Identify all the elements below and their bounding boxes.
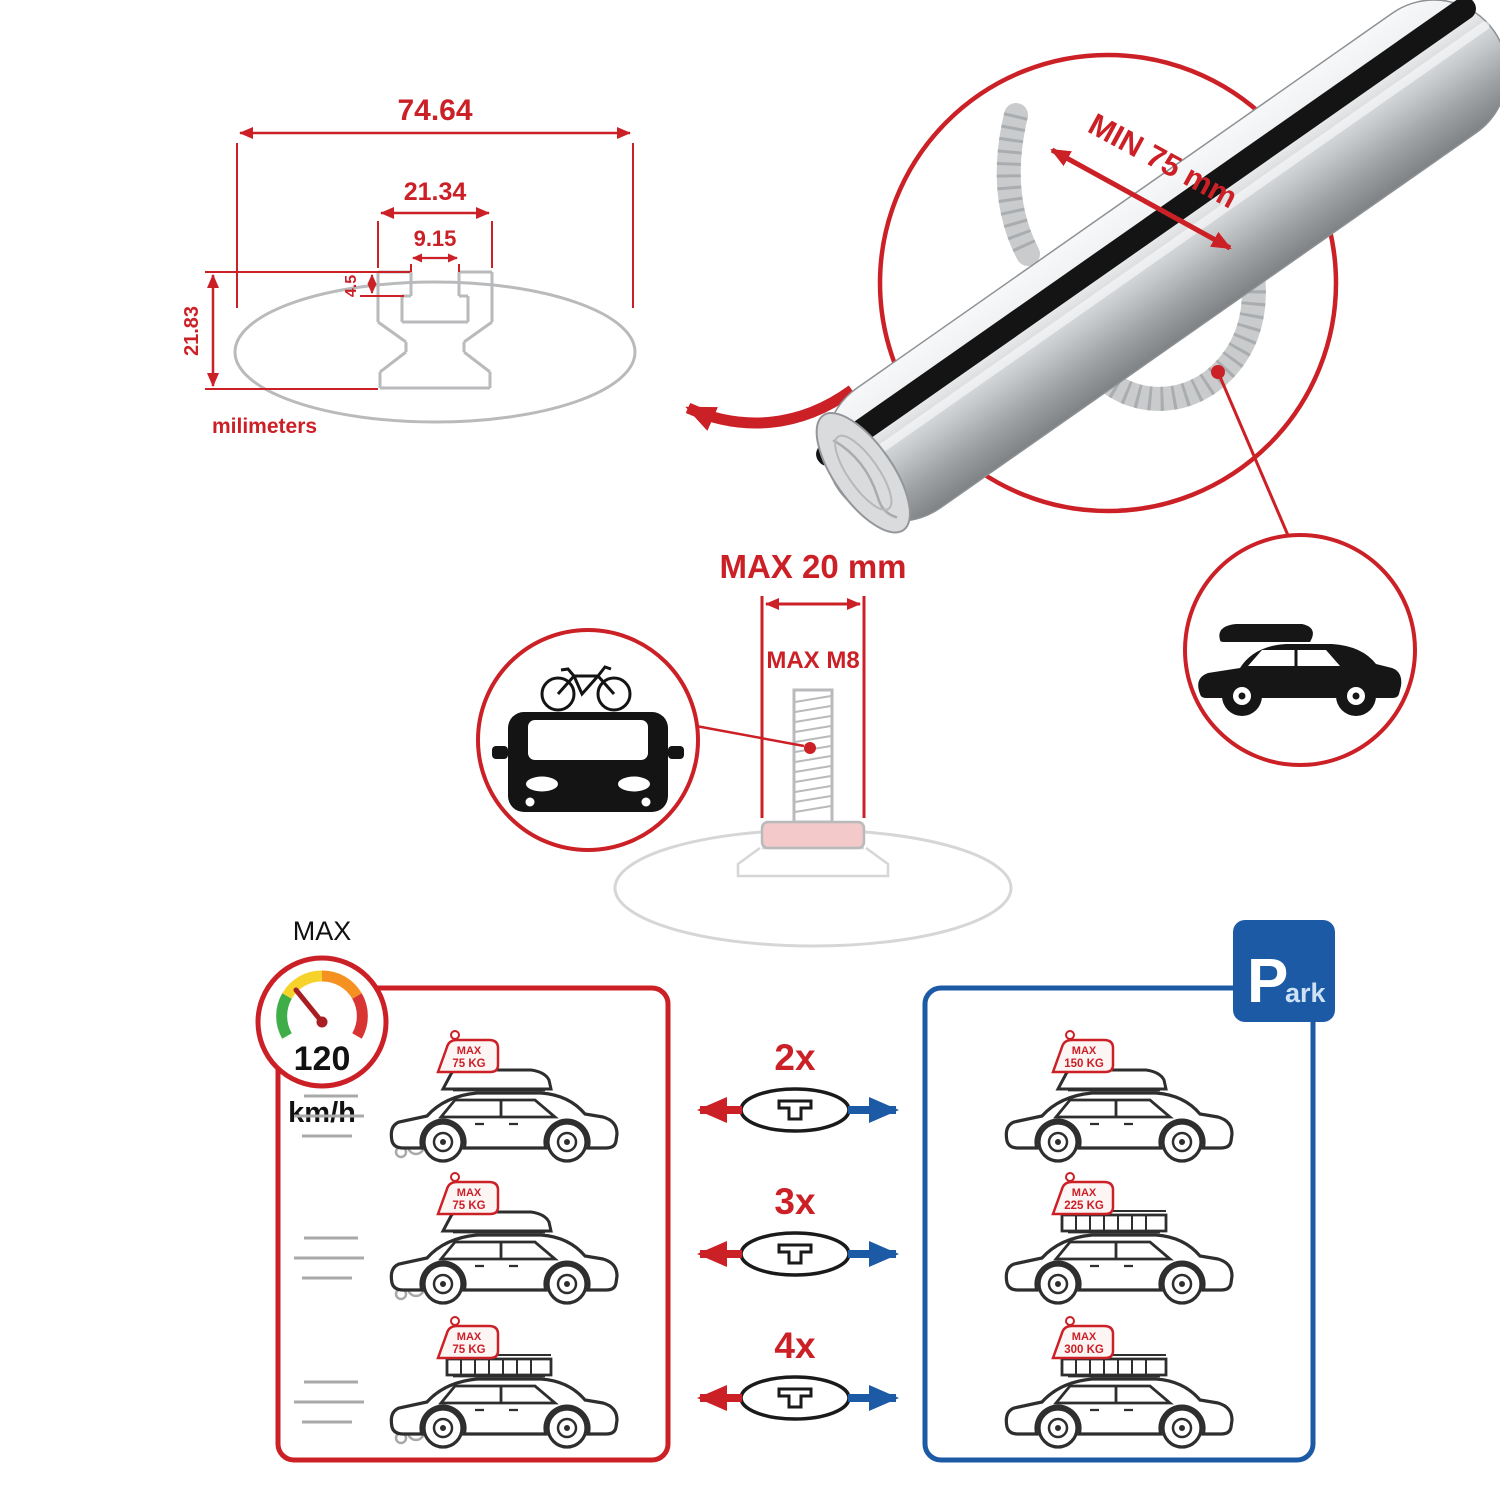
gauge-needle bbox=[293, 987, 325, 1025]
bolt-callout-line bbox=[695, 724, 805, 748]
dim-profile-height: 21.83 bbox=[181, 306, 203, 356]
count-2x: 2x bbox=[774, 1037, 816, 1078]
motion-lines-3 bbox=[294, 1380, 364, 1424]
aluminium-bar bbox=[815, 0, 1500, 534]
driving-load-tag-1: MAX 75 KG bbox=[436, 1029, 500, 1074]
t-glyph-3 bbox=[777, 1387, 813, 1409]
units-label: milimeters bbox=[212, 415, 317, 438]
parked-tag-max-3: MAX bbox=[1072, 1331, 1097, 1343]
profile-ellipse bbox=[233, 280, 637, 424]
park-sign-ark: ark bbox=[1285, 978, 1327, 1008]
bicycle-icon bbox=[540, 665, 632, 712]
driving-load-tag-3: MAX 75 KG bbox=[436, 1315, 500, 1360]
car-front-icon bbox=[492, 712, 684, 812]
bolt-callout-dot bbox=[804, 742, 816, 754]
ghost-channel bbox=[736, 846, 890, 878]
gauge-arc-red bbox=[352, 993, 368, 1039]
detail-circle bbox=[877, 52, 1339, 514]
bolt-head bbox=[760, 820, 866, 850]
park-sign-p: P bbox=[1247, 947, 1288, 1016]
parked-tag-value-1: 150 KG bbox=[1064, 1058, 1104, 1070]
clamp-callout-line bbox=[1216, 371, 1292, 541]
bar-profile-icon-1 bbox=[739, 1087, 851, 1133]
bar-profile-icon-2 bbox=[739, 1231, 851, 1277]
t-glyph-2 bbox=[777, 1243, 813, 1265]
speed-value: 120 bbox=[294, 1040, 351, 1078]
tag-max-3: MAX bbox=[457, 1331, 482, 1343]
min-span-arrow bbox=[1050, 147, 1232, 251]
dim-lip-depth: 4.5 bbox=[343, 275, 360, 297]
tag-max-1: MAX bbox=[457, 1045, 482, 1057]
tag-value-3: 75 KG bbox=[452, 1344, 485, 1356]
bar-render-detail: MIN 75 mm bbox=[815, 0, 1500, 767]
parked-load-tag-3: MAX 300 KG bbox=[1051, 1315, 1115, 1360]
bolt-spec-diagram: MAX 20 mm MAX M8 bbox=[476, 548, 1013, 948]
clamp-strap-left-texture bbox=[996, 112, 1039, 260]
cross-section-drawing: 74.64 21.34 9.15 4.5 21.83 milimeters bbox=[181, 94, 856, 438]
max-thread-label: MAX M8 bbox=[766, 647, 859, 674]
driving-load-tag-2: MAX 75 KG bbox=[436, 1171, 500, 1216]
speed-max-label: MAX bbox=[293, 916, 352, 946]
count-4x: 4x bbox=[774, 1325, 816, 1366]
max-head-width-label: MAX 20 mm bbox=[719, 548, 906, 585]
parked-tag-value-3: 300 KG bbox=[1064, 1344, 1104, 1356]
parked-cars: MAX 150 KG MAX 225 KG MAX 300 KG bbox=[1004, 1029, 1234, 1449]
parked-load-tag-2: MAX 225 KG bbox=[1051, 1171, 1115, 1216]
dim-total-width: 74.64 bbox=[397, 94, 472, 127]
driving-cars: MAX 75 KG MAX 75 KG MAX 75 KG bbox=[294, 1029, 619, 1449]
parked-load-tag-1: MAX 150 KG bbox=[1051, 1029, 1115, 1074]
speedometer: MAX 120 km/h bbox=[255, 916, 389, 1129]
parked-tag-max-1: MAX bbox=[1072, 1045, 1097, 1057]
multiplier-rows: 2x 3x 4x bbox=[697, 1037, 899, 1421]
pointer-arrow bbox=[685, 385, 856, 431]
t-glyph-1 bbox=[777, 1099, 813, 1121]
ref-lines bbox=[205, 143, 634, 390]
motion-lines-2 bbox=[294, 1236, 364, 1280]
gauge-arc-yellow bbox=[282, 970, 323, 999]
dim-slot-width: 9.15 bbox=[414, 226, 457, 251]
tag-value-2: 75 KG bbox=[452, 1200, 485, 1212]
dim-channel-width: 21.34 bbox=[404, 178, 467, 206]
tag-value-1: 75 KG bbox=[452, 1058, 485, 1070]
count-3x: 3x bbox=[774, 1181, 816, 1222]
gauge-arc-green bbox=[276, 993, 292, 1039]
head-width-ext-lines bbox=[760, 596, 866, 818]
gauge-arc-orange bbox=[321, 970, 362, 999]
speed-unit: km/h bbox=[288, 1097, 356, 1129]
parked-tag-value-2: 225 KG bbox=[1064, 1200, 1104, 1212]
bar-end-cap bbox=[815, 412, 911, 534]
bar-profile-icon-3 bbox=[739, 1375, 851, 1421]
comparison-section: MAX 120 km/h P ark 2x 3x bbox=[255, 916, 1335, 1463]
park-sign: P ark bbox=[1233, 920, 1335, 1022]
car-with-roofbox-icon bbox=[1198, 624, 1402, 716]
t-slot-profile bbox=[376, 270, 494, 390]
motion-lines-1 bbox=[294, 1094, 364, 1138]
parked-tag-max-2: MAX bbox=[1072, 1187, 1097, 1199]
tag-max-2: MAX bbox=[457, 1187, 482, 1199]
